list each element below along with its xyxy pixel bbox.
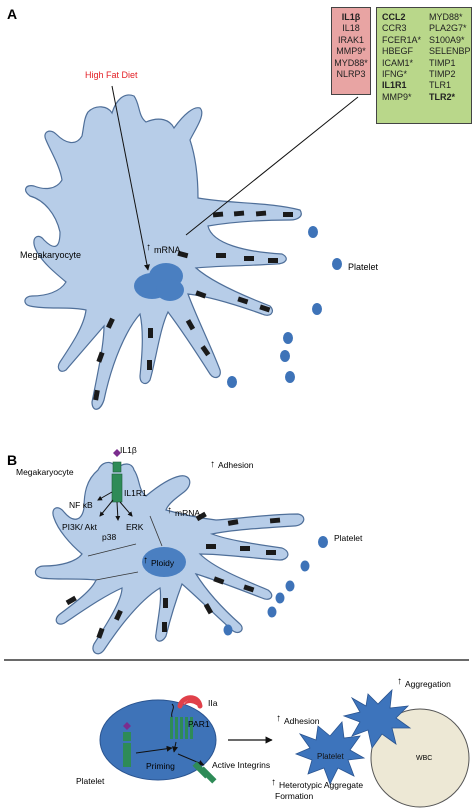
adhesion-b-label: Adhesion xyxy=(218,460,254,470)
gene-item: HBEGF xyxy=(382,46,421,57)
active-integrins-label: Active Integrins xyxy=(212,760,270,770)
nucleus-a-3 xyxy=(156,279,184,301)
up-arrow-icon: ↑ xyxy=(210,459,215,470)
gene-item: IL1β xyxy=(332,12,370,23)
gene-item: CCL2 xyxy=(382,12,421,23)
gene-item: CCR3 xyxy=(382,23,421,34)
priming-label: Priming xyxy=(146,761,175,771)
gene-item: MYD88* xyxy=(332,58,370,69)
heterotypic-c: ↑ Heterotypic Aggregate Formation xyxy=(271,777,363,801)
gene-item: MMP9* xyxy=(382,92,421,103)
gene-item: IFNG* xyxy=(382,69,421,80)
il1b-label: IL1β xyxy=(120,445,137,455)
platelet-center-label: Platelet xyxy=(317,752,344,761)
gene-item: TIMP1 xyxy=(429,58,471,69)
ploidy-label: Ploidy xyxy=(151,558,175,568)
il1r1-label: IL1R1 xyxy=(124,488,147,498)
nfkb-label: NF κB xyxy=(69,500,93,510)
gene-item: MYD88* xyxy=(429,12,471,23)
megakaryocyte-a-label: Megakaryocyte xyxy=(20,250,81,260)
gene-item: IL1R1 xyxy=(382,80,421,91)
gene-item: FCER1A* xyxy=(382,35,421,46)
heterotypic-line1: Heterotypic Aggregate xyxy=(279,780,363,790)
il1r1-receptor xyxy=(112,449,122,502)
platelet-a-label: Platelet xyxy=(348,262,379,272)
gene-item: IRAK1 xyxy=(332,35,370,46)
mrna-b-label: mRNA xyxy=(175,508,200,518)
up-arrow-icon: ↑ xyxy=(271,777,276,788)
gene-item: ICAM1* xyxy=(382,58,421,69)
adhesion-b: ↑ Adhesion xyxy=(210,459,254,470)
p38-label: p38 xyxy=(102,532,116,542)
up-arrow-icon: ↑ xyxy=(167,505,172,516)
par1-label: PAR1 xyxy=(188,719,210,729)
pi3k-akt-label: PI3K/ Akt xyxy=(62,522,98,532)
heterotypic-line2: Formation xyxy=(275,791,314,801)
platelet-c-label: Platelet xyxy=(76,776,105,786)
wbc-label: WBC xyxy=(416,755,432,762)
mrna-a-label: mRNA xyxy=(154,245,181,255)
gene-item: IL18 xyxy=(332,23,370,34)
gene-item: S100A9* xyxy=(429,35,471,46)
panel-b-label: B xyxy=(7,452,17,468)
gene-item: SELENBP xyxy=(429,46,471,57)
adhesion-c-label: Adhesion xyxy=(284,716,320,726)
adhesion-c: ↑ Adhesion xyxy=(276,713,320,726)
gene-item: NLRP3 xyxy=(332,69,370,80)
up-arrow-icon: ↑ xyxy=(276,713,281,724)
up-arrow-icon: ↑ xyxy=(146,242,151,253)
gene-item: PLA2G7* xyxy=(429,23,471,34)
up-arrow-icon: ↑ xyxy=(397,676,402,687)
gene-item: TLR1 xyxy=(429,80,471,91)
aggregation-label: Aggregation xyxy=(405,679,451,689)
megakaryocyte-b-label: Megakaryocyte xyxy=(16,467,74,477)
thrombin-label: IIa xyxy=(208,698,218,708)
gene-item: TLR2* xyxy=(429,92,471,103)
gene-item: TIMP2 xyxy=(429,69,471,80)
aggregation-c: ↑ Aggregation xyxy=(397,676,451,689)
high-fat-diet-label: High Fat Diet xyxy=(85,70,138,80)
erk-label: ERK xyxy=(126,522,144,532)
platelet-b-label: Platelet xyxy=(334,533,363,543)
gene-item: MMP9* xyxy=(332,46,370,57)
up-arrow-icon: ↑ xyxy=(143,555,148,566)
panel-a-label: A xyxy=(7,6,17,22)
